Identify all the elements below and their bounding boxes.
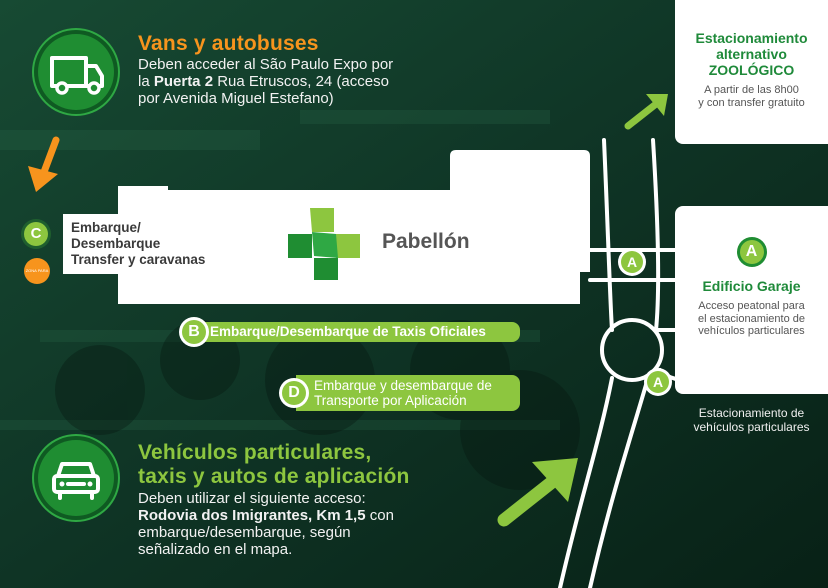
pabellon-label: Pabellón	[382, 230, 470, 253]
vans-title: Vans y autobuses	[138, 32, 319, 55]
zoologico-card: Estacionamiento alternativo ZOOLÓGICO A …	[675, 0, 828, 144]
estacionamiento-note-line-2: vehículos particulares	[693, 420, 810, 434]
embarque-c-line-2: Desembarque	[71, 236, 161, 251]
edificio-garaje-card: A Edificio Garaje Acceso peatonal para e…	[675, 206, 828, 394]
badge-b: B	[182, 320, 206, 344]
transfer-zone-logo: ZONA PARA TRANSFER	[24, 258, 50, 284]
zoologico-line-3: ZOOLÓGICO	[708, 62, 795, 78]
car-icon	[52, 462, 100, 500]
vans-gate: Puerta 2	[153, 73, 214, 90]
embarque-c-line-3: Transfer y caravanas	[71, 252, 206, 267]
taxi-pill: Embarque/Desembarque de Taxis Oficiales	[196, 322, 520, 342]
road-badge-a-1: A	[621, 251, 643, 273]
badge-a: A	[739, 240, 764, 264]
arrow-up-right-icon	[624, 94, 668, 130]
zoologico-note-1: A partir de las 8h00	[704, 84, 799, 96]
van-icon-circle	[38, 34, 114, 110]
app-pill: Embarque y desembarque de Transporte por…	[296, 375, 520, 411]
vans-line-2-prefix: la	[138, 73, 154, 90]
vans-description: Deben acceder al São Paulo Expo por la P…	[138, 56, 438, 107]
orange-arrow-icon	[28, 136, 60, 192]
app-line-1: Embarque y desembarque de	[314, 378, 492, 393]
embarque-c-label: Embarque/ Desembarque Transfer y caravan…	[71, 220, 205, 268]
vehiculos-line-3: embarque/desembarque, según	[138, 524, 351, 541]
edificio-title: Edificio Garaje	[702, 278, 801, 294]
vehiculos-line-1: Deben utilizar el siguiente acceso:	[138, 490, 366, 507]
edificio-note-1: Acceso peatonal para	[698, 300, 805, 312]
vans-line-2-suffix: Rua Etruscos, 24 (acceso	[213, 73, 389, 90]
vehiculos-line-2: Rodovia dos Imigrantes, Km 1,5 con	[138, 507, 458, 524]
entry-arrow-icon	[497, 458, 578, 527]
zoologico-line-2: alternativo	[716, 46, 787, 62]
vehiculos-title-1: Vehículos particulares,	[138, 441, 372, 464]
vehiculos-road: Rodovia dos Imigrantes, Km 1,5	[138, 507, 366, 524]
vehiculos-title-2: taxis y autos de aplicación	[138, 465, 410, 488]
van-icon	[50, 56, 104, 95]
car-icon-circle	[38, 440, 114, 516]
vans-line-1: Deben acceder al São Paulo Expo por	[138, 56, 394, 73]
zoologico-line-1: Estacionamiento	[695, 30, 808, 46]
badge-c: C	[24, 222, 48, 246]
app-line-2: Transporte por Aplicación	[314, 393, 467, 408]
edificio-note-3: vehículos particulares	[698, 325, 805, 337]
cross-logo-icon	[288, 208, 360, 280]
estacionamiento-note: Estacionamiento de vehículos particulare…	[675, 406, 828, 434]
vans-line-3: por Avenida Miguel Estefano)	[138, 90, 334, 107]
embarque-c-line-1: Embarque/	[71, 220, 141, 235]
estacionamiento-note-line-1: Estacionamiento de	[698, 406, 805, 420]
zoologico-note-2: y con transfer gratuito	[698, 97, 805, 109]
vehiculos-line-2-suffix: con	[365, 507, 394, 524]
vans-line-2: la Puerta 2 Rua Etruscos, 24 (acceso	[138, 73, 438, 90]
edificio-note-2: el estacionamiento de	[697, 312, 805, 325]
vehiculos-line-4: señalizado en el mapa.	[138, 541, 293, 558]
vehiculos-description: Deben utilizar el siguiente acceso: Rodo…	[138, 490, 458, 558]
road-badge-a-2: A	[647, 371, 669, 393]
vehiculos-title: Vehículos particulares, taxis y autos de…	[138, 441, 410, 489]
badge-d: D	[282, 381, 306, 405]
